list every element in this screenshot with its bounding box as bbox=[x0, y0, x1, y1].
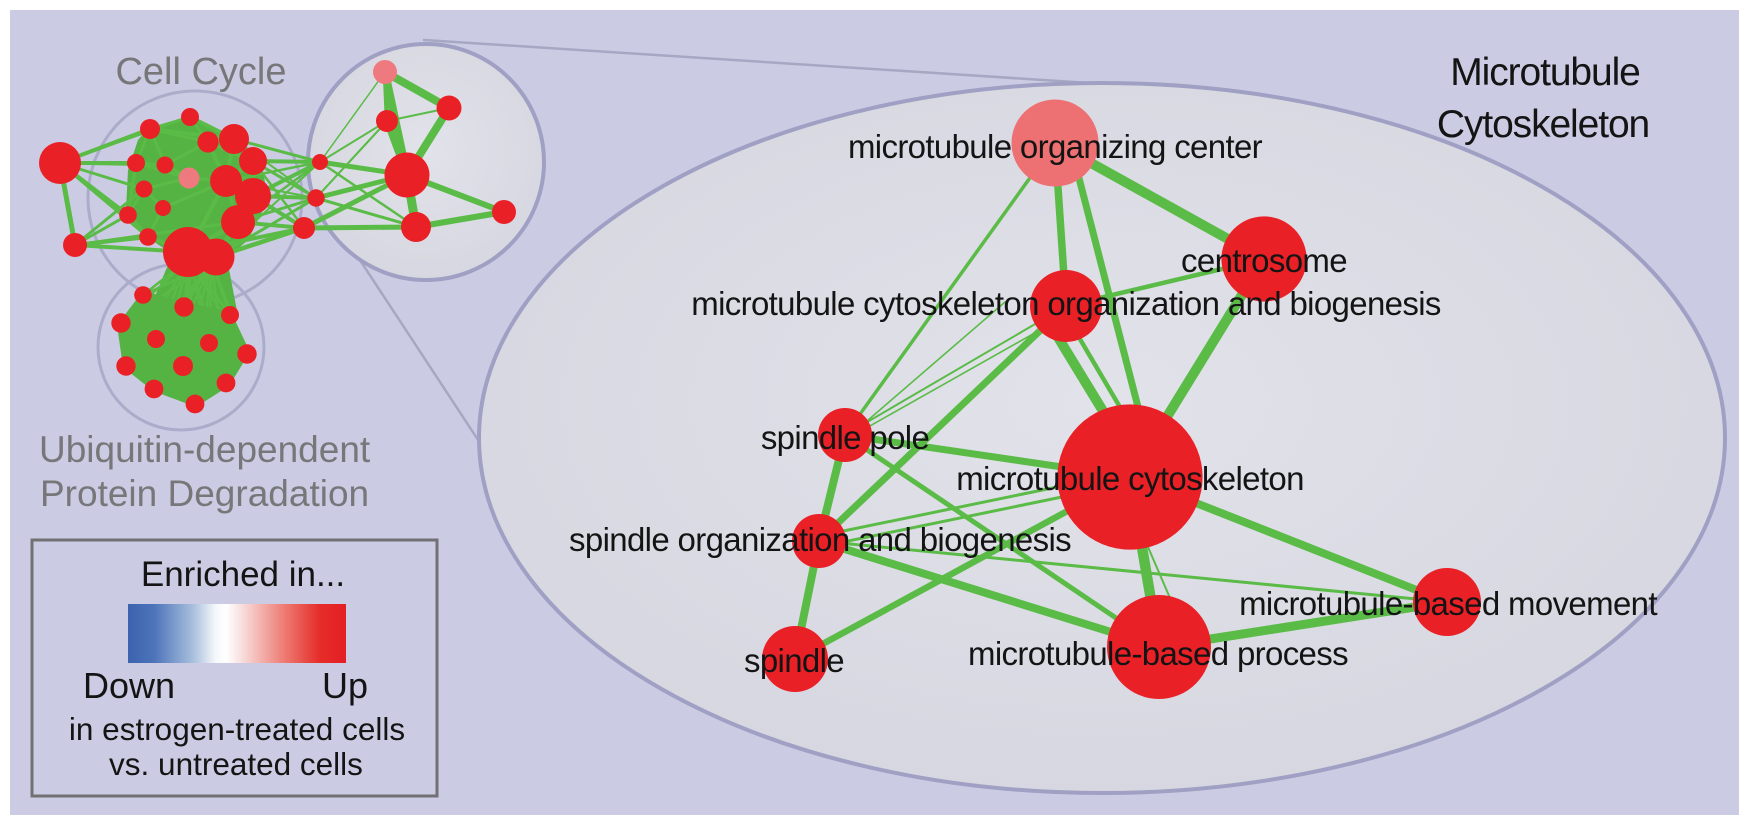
svg-text:Up: Up bbox=[322, 665, 368, 706]
svg-text:in estrogen-treated cells: in estrogen-treated cells bbox=[69, 711, 405, 747]
svg-text:microtubule-based process: microtubule-based process bbox=[968, 635, 1348, 672]
svg-text:Enriched in...: Enriched in... bbox=[141, 555, 345, 594]
svg-text:spindle pole: spindle pole bbox=[761, 419, 929, 456]
svg-text:microtubule-based movement: microtubule-based movement bbox=[1239, 585, 1657, 622]
svg-text:vs. untreated cells: vs. untreated cells bbox=[109, 746, 363, 782]
svg-text:Cell Cycle: Cell Cycle bbox=[115, 51, 286, 93]
svg-text:Protein Degradation: Protein Degradation bbox=[40, 473, 369, 514]
svg-text:spindle: spindle bbox=[744, 642, 844, 679]
svg-text:Microtubule: Microtubule bbox=[1450, 51, 1640, 94]
svg-text:Down: Down bbox=[83, 665, 175, 706]
svg-text:spindle organization and bioge: spindle organization and biogenesis bbox=[569, 521, 1071, 558]
svg-text:microtubule cytoskeleton organ: microtubule cytoskeleton organization an… bbox=[691, 285, 1441, 322]
svg-text:Cytoskeleton: Cytoskeleton bbox=[1437, 103, 1649, 146]
svg-text:centrosome: centrosome bbox=[1181, 242, 1347, 279]
svg-text:microtubule organizing center: microtubule organizing center bbox=[848, 128, 1263, 165]
svg-text:Ubiquitin-dependent: Ubiquitin-dependent bbox=[39, 429, 371, 470]
svg-text:microtubule cytoskeleton: microtubule cytoskeleton bbox=[956, 460, 1304, 497]
